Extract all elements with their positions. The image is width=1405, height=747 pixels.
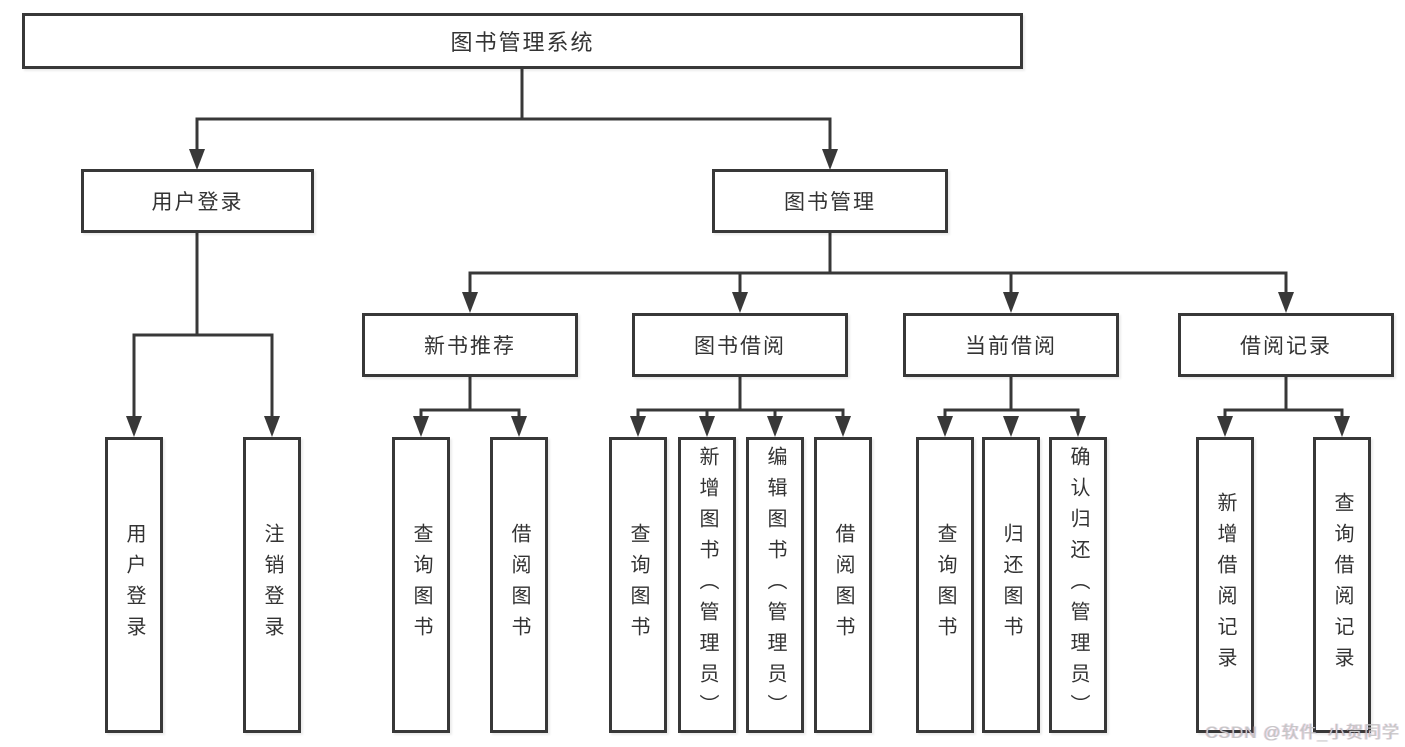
leaf-query-books-recommend: 查询图书	[392, 437, 450, 733]
leaf-query-books-current: 查询图书	[916, 437, 974, 733]
node-new-book-recommend: 新书推荐	[362, 313, 578, 377]
leaf-query-books-borrow: 查询图书	[609, 437, 667, 733]
leaf-user-login: 用户登录	[105, 437, 163, 733]
leaf-add-borrow-record: 新增借阅记录	[1196, 437, 1254, 733]
node-root-system: 图书管理系统	[22, 13, 1023, 69]
csdn-watermark: CSDN @软件_小贺同学	[1205, 723, 1400, 742]
node-borrow-records: 借阅记录	[1178, 313, 1394, 377]
leaf-confirm-return-admin: 确认归还（管理员）	[1049, 437, 1107, 733]
leaf-borrow-books: 借阅图书	[814, 437, 872, 733]
leaf-logout: 注销登录	[243, 437, 301, 733]
node-user-login: 用户登录	[81, 169, 314, 233]
node-book-management: 图书管理	[712, 169, 948, 233]
leaf-edit-books-admin: 编辑图书（管理员）	[746, 437, 804, 733]
node-book-borrow: 图书借阅	[632, 313, 848, 377]
node-current-borrow: 当前借阅	[903, 313, 1119, 377]
leaf-return-books: 归还图书	[982, 437, 1040, 733]
leaf-add-books-admin: 新增图书（管理员）	[678, 437, 736, 733]
leaf-borrow-books-recommend: 借阅图书	[490, 437, 548, 733]
leaf-query-borrow-record: 查询借阅记录	[1313, 437, 1371, 733]
